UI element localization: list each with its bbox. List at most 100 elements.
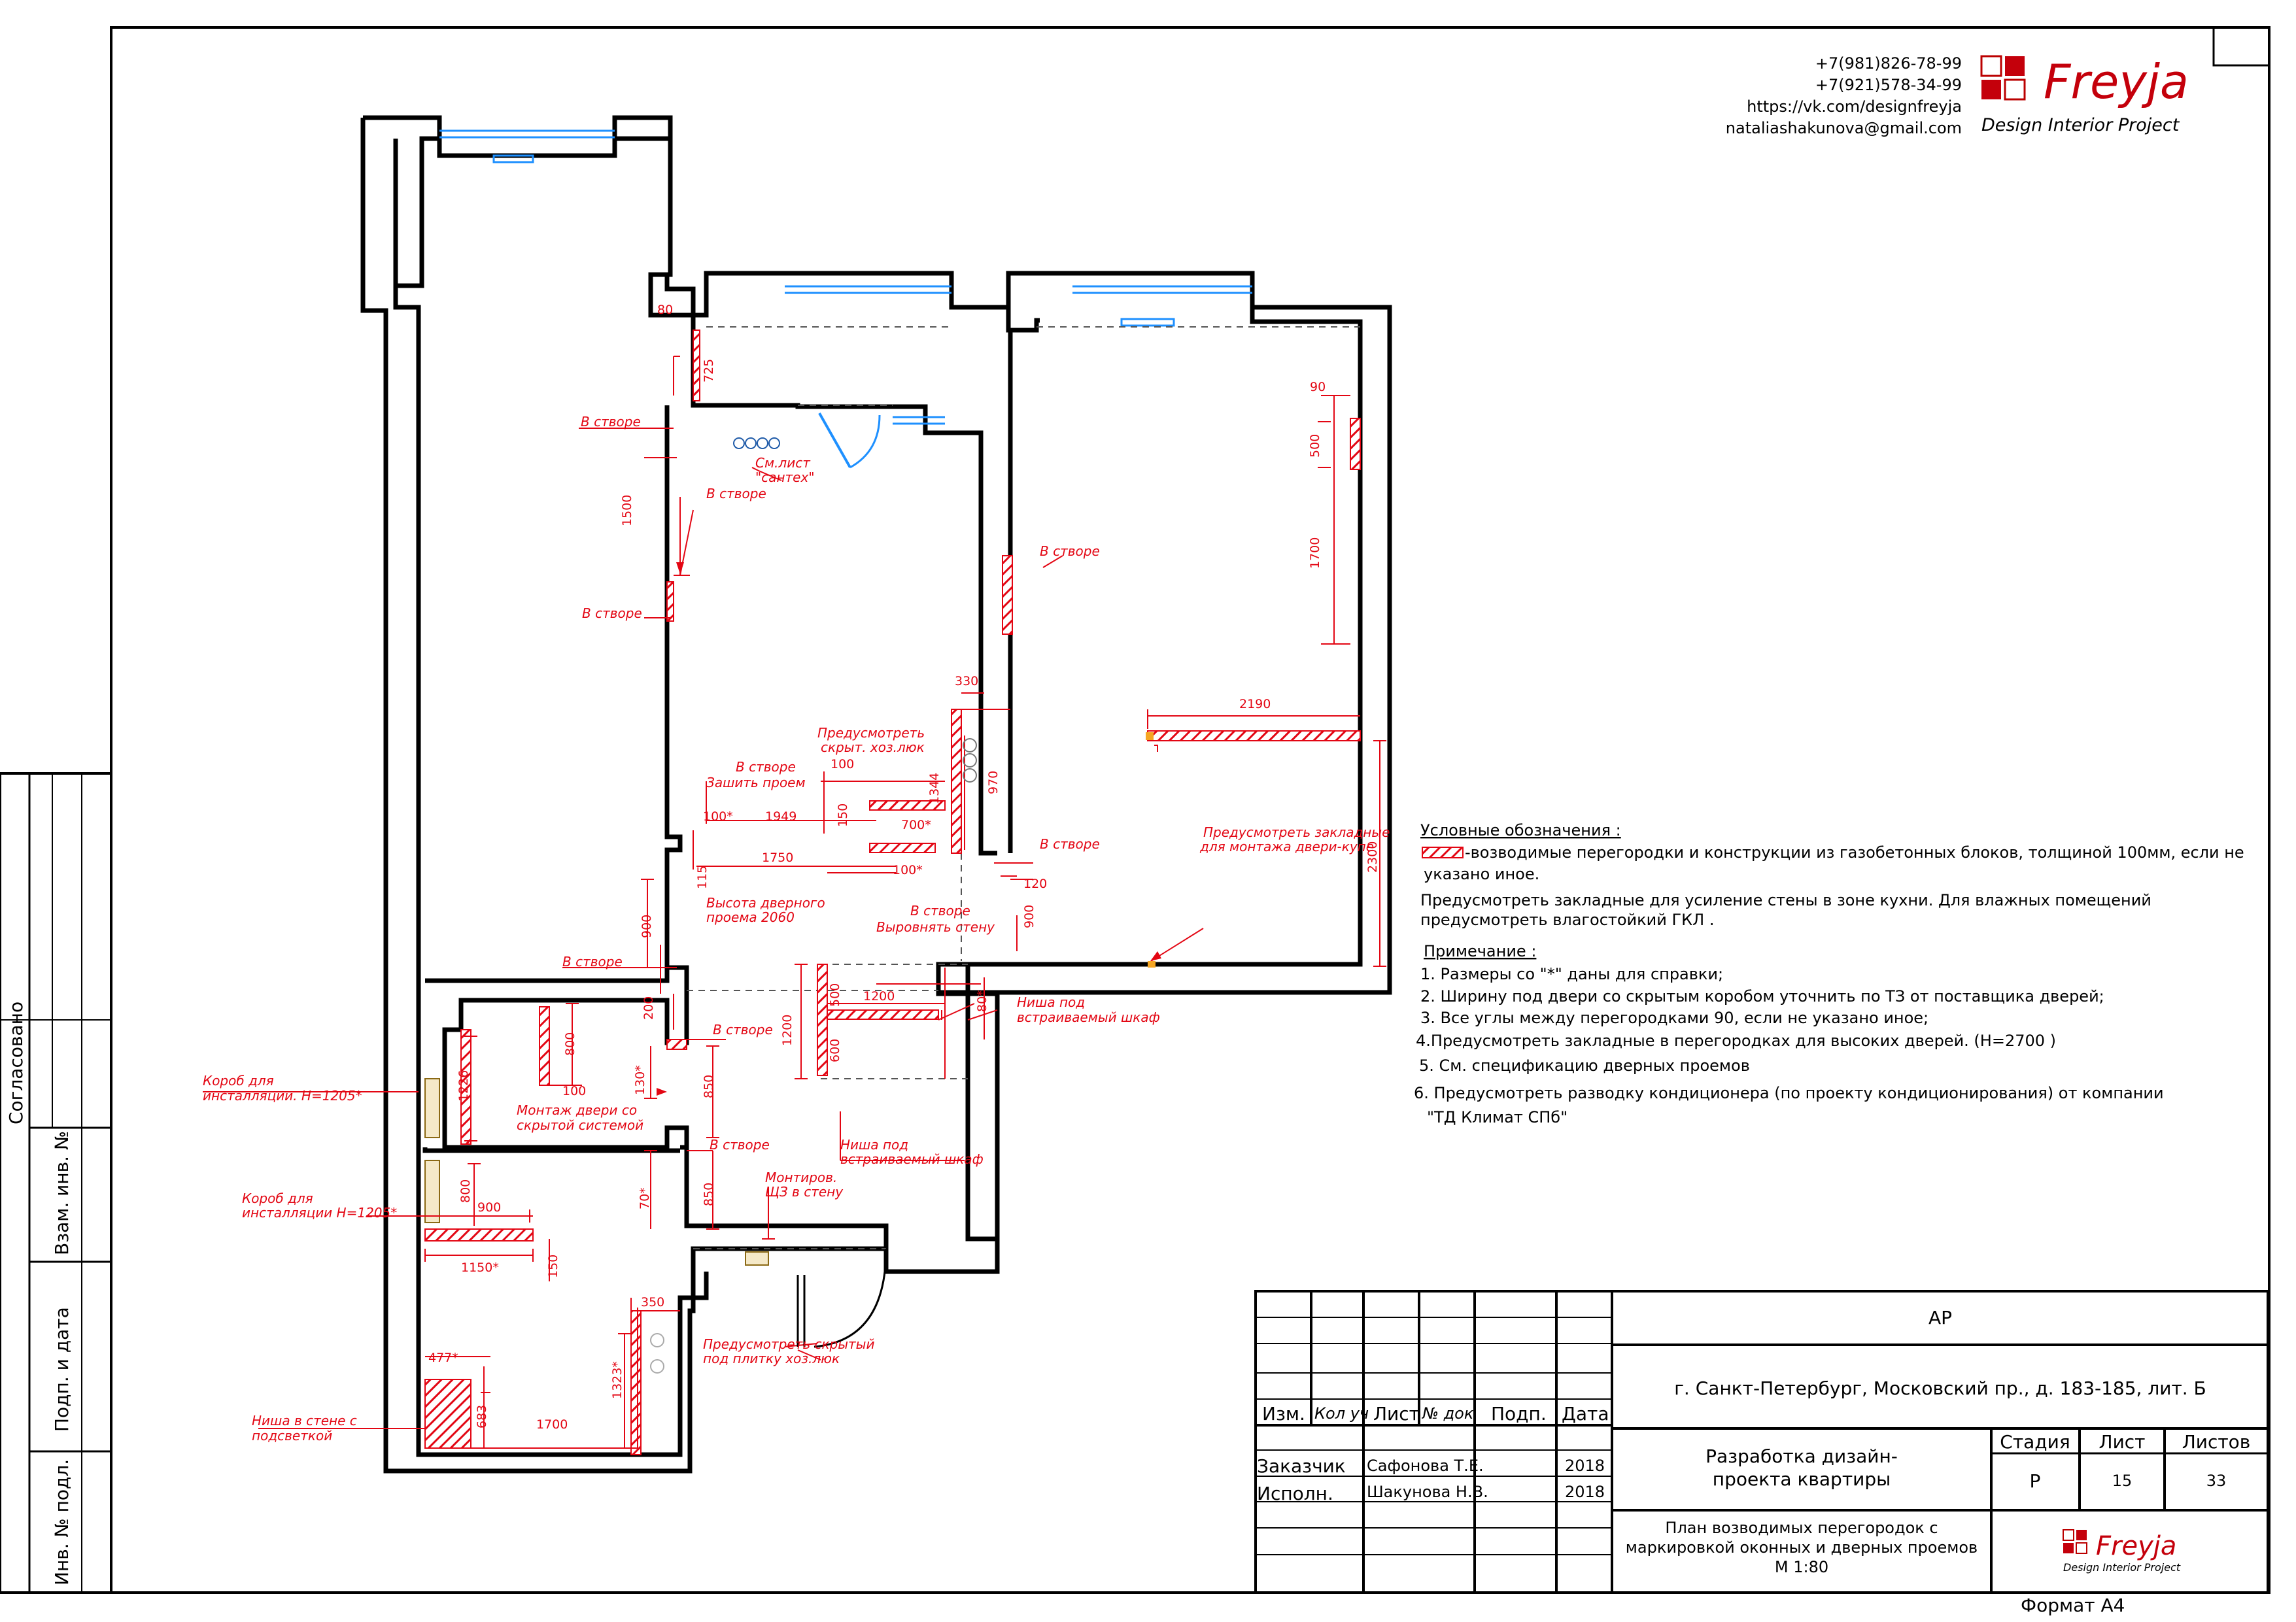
dim-700: 700* — [901, 818, 931, 832]
dim-500b: 500 — [828, 983, 842, 1007]
dim-150a: 150 — [836, 803, 850, 827]
email-link[interactable]: nataliashakunova@gmail.com — [1726, 119, 1962, 137]
note-hatch-1: Предусмотреть — [817, 725, 925, 741]
tb-sheets: 33 — [2206, 1472, 2227, 1490]
note-korob2-1: Короб для — [242, 1191, 313, 1206]
floor-plan — [360, 115, 1392, 1474]
executor-label: Исполн. — [1257, 1483, 1333, 1504]
dim-500: 500 — [1308, 434, 1322, 458]
col-doc: № док — [1421, 1404, 1474, 1423]
note-v-stvore-9: В створе — [713, 1022, 773, 1038]
install-box-1 — [424, 1078, 440, 1138]
dim-130: 130* — [633, 1065, 647, 1095]
col-izm: Изм. — [1262, 1403, 1305, 1425]
tb-stage-label: Стадия — [2000, 1431, 2070, 1453]
dimension-texts: 80 725 1500 90 500 1700 330 1344 970 100… — [428, 303, 1380, 1432]
dim-800a: 800 — [563, 1032, 577, 1056]
col-podp: Подп. — [1491, 1403, 1547, 1425]
phone-2: +7(921)578-34-99 — [1815, 76, 1962, 94]
note-montir-2: ЩЗ в стену — [765, 1184, 844, 1200]
legend-swatch — [1422, 847, 1464, 858]
wall-living-left — [1006, 307, 1040, 333]
legend-extra-2: предусмотреть влагостойкий ГКЛ . — [1420, 911, 1714, 929]
dim-1200b: 1200 — [863, 989, 895, 1004]
note-nisha1-2: встраиваемый шкаф — [1017, 1009, 1160, 1025]
dim-1323: 1323* — [610, 1361, 625, 1399]
windows — [439, 129, 1252, 468]
dim-1700b: 1700 — [536, 1417, 568, 1432]
tb-address: г. Санкт-Петербург, Московский пр., д. 1… — [1674, 1377, 2206, 1399]
note-v-stvore-1: В створе — [581, 414, 641, 430]
note-hatch2-2: под плитку хоз.люк — [703, 1351, 840, 1366]
note-nisha3-2: подсветкой — [252, 1428, 332, 1444]
dim-1949: 1949 — [765, 809, 797, 824]
note-zaklad-2: для монтажа двери-купе — [1199, 839, 1374, 854]
dim-115: 115 — [695, 866, 710, 889]
dim-1344: 1344 — [927, 773, 942, 804]
tb-project-2: проекта квартиры — [1713, 1468, 1891, 1490]
note-zaklad-1: Предусмотреть закладные — [1203, 824, 1390, 840]
partition-3 — [1002, 555, 1013, 635]
balcony-door-swing — [849, 414, 881, 469]
col-data: Дата — [1562, 1403, 1609, 1425]
note-montazh-2: скрытой системой — [517, 1117, 643, 1133]
customer-year: 2018 — [1565, 1457, 1605, 1475]
dim-1700a: 1700 — [1308, 537, 1322, 569]
customer-name: Сафонова Т.Е. — [1367, 1457, 1484, 1475]
partition-1 — [693, 329, 700, 401]
legend-title: Условные обозначения : — [1420, 821, 1621, 839]
note-v-stvore-3: В створе — [582, 605, 642, 621]
dim-350: 350 — [641, 1295, 664, 1309]
wall-bath-lower — [422, 1147, 680, 1153]
dim-330: 330 — [955, 674, 978, 688]
note-korob1-1: Короб для — [203, 1073, 274, 1089]
dim-683: 683 — [475, 1405, 489, 1428]
partition-9 — [827, 1009, 939, 1020]
install-box-2 — [424, 1160, 440, 1223]
note-v-stvore-7: В створе — [910, 903, 970, 919]
note-3: 3. Все углы между перегородками 90, если… — [1420, 1009, 1928, 1027]
tb-drawing-1: План возводимых перегородок с — [1665, 1519, 1938, 1537]
partition-5 — [1147, 730, 1361, 741]
vk-link[interactable]: https://vk.com/designfreyja — [1747, 97, 1962, 116]
note-see-sheet-2: "сантех" — [755, 469, 815, 485]
tb-logo-sub: Design Interior Project — [2063, 1561, 2181, 1574]
tb-sheet: 15 — [2112, 1472, 2133, 1490]
tb-sheet-label: Лист — [2099, 1431, 2146, 1453]
note-v-stvore-4: В створе — [1040, 543, 1100, 559]
note-montir-1: Монтиров. — [765, 1170, 837, 1185]
window-top-middle — [785, 285, 951, 294]
podp-data-label: Подп. и дата — [51, 1307, 73, 1432]
corner-box — [2212, 26, 2270, 67]
partition-13 — [424, 1228, 534, 1242]
outer-wall — [360, 115, 1392, 1474]
note-nisha3-1: Ниша в стене с — [252, 1413, 357, 1428]
tb-drawing-3: М 1:80 — [1775, 1558, 1828, 1576]
dim-2300: 2300 — [1365, 841, 1380, 873]
dim-200: 200 — [642, 996, 656, 1020]
dim-80b: 80* — [975, 990, 989, 1012]
dim-100c: 100* — [893, 863, 923, 877]
tb-project-1: Разработка дизайн- — [1705, 1445, 1898, 1467]
zaklad-marker-2 — [1148, 961, 1156, 968]
note-hatch-2: скрыт. хоз.люк — [821, 739, 925, 755]
dim-850a: 850 — [702, 1075, 716, 1098]
note-hatch2-1: Предусмотреть скрытый — [703, 1336, 874, 1352]
note-6: 6. Предусмотреть разводку кондиционера (… — [1414, 1084, 2164, 1102]
logo-subtitle: Design Interior Project — [1981, 115, 2180, 135]
dimension-lines — [203, 356, 1386, 1449]
note-zashit: Зашить проем — [706, 775, 806, 790]
dim-1226: 1226 — [456, 1070, 471, 1102]
partition-11 — [666, 1039, 687, 1050]
executor-name: Шакунова Н.В. — [1367, 1483, 1488, 1501]
dim-1150: 1150* — [461, 1260, 499, 1275]
dim-900a: 900 — [1022, 905, 1037, 928]
inv-label: Инв. № подл. — [51, 1459, 73, 1585]
wall-bottom-corridor — [684, 1147, 889, 1249]
vzam-label: Взам. инв. № — [51, 1131, 73, 1255]
tb-logo: Freyja Design Interior Project — [2063, 1529, 2181, 1574]
note-korob1-2: инсталляции. Н=1205* — [203, 1088, 362, 1104]
arrows — [657, 562, 1161, 1096]
installation-boxes — [424, 1078, 440, 1223]
